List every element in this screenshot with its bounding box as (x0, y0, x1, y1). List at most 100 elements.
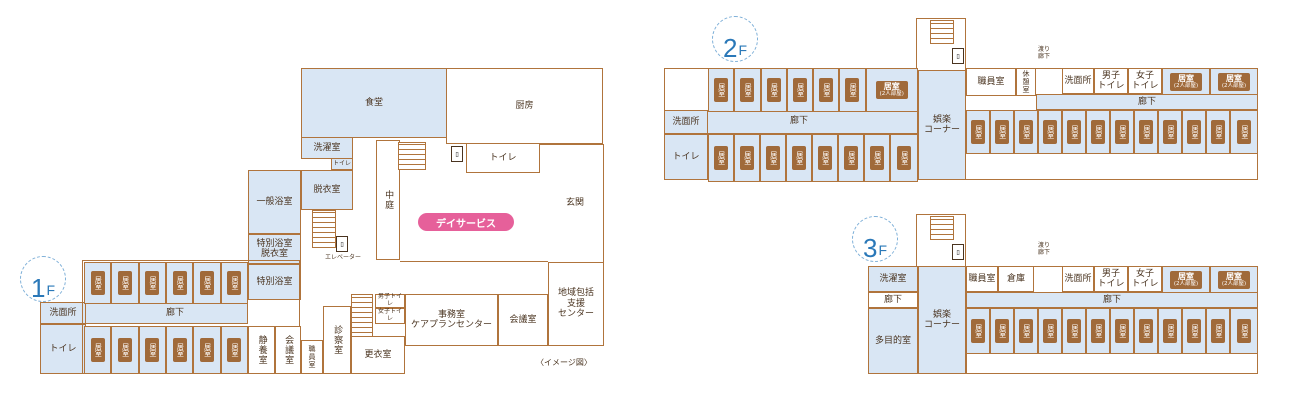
bedrooms-3f-bottom: 居室 居室 居室 居室 居室 居室 居室 居室 居室 居室 居室 居室 (966, 308, 1259, 354)
bedrooms-1f-top: 居室 居室 居室 居室 居室 居室 (84, 262, 248, 304)
room-male-toilet: 男子トイレ (375, 293, 405, 308)
bedroom: 居室 (138, 326, 166, 374)
room-laundry-3f: 洗濯室 (868, 266, 918, 292)
day-service-area (400, 170, 548, 262)
room-special-bath-changing: 特別浴室 脱衣室 (248, 234, 301, 264)
stairs-1f-center (398, 142, 426, 170)
bedroom: 居室 (786, 134, 813, 182)
bedroom: 居室 (1086, 110, 1111, 154)
room-toilet-small: トイレ (331, 158, 353, 170)
bedroom-double: 居室(2人部屋) (1162, 266, 1210, 294)
bedroom: 居室 (1110, 308, 1135, 354)
stairs-2f (930, 20, 954, 44)
bedroom: 居室 (1230, 308, 1259, 354)
room-support-center: 地域包括 支援 センター (548, 262, 604, 346)
stairs-1f-bottom (351, 294, 373, 338)
bedroom-double: 居室(2人部屋) (865, 68, 918, 112)
bedroom: 居室 (1062, 110, 1087, 154)
room-kitchen: 厨房 (446, 68, 603, 144)
bedroom: 居室 (84, 262, 112, 304)
bridge-3f: 渡り 廊下 (1038, 242, 1051, 257)
room-quiet: 静養室 (248, 326, 275, 374)
corridor-label: 廊下 (166, 308, 185, 318)
bedroom: 居室 (760, 134, 787, 182)
bedrooms-2f-bottom: 居室 居室 居室 居室 居室 居室 居室 居室 (708, 134, 918, 182)
bedrooms-2f-right-top: 居室(2人部屋) 居室(2人部屋) (1162, 68, 1258, 96)
bedroom: 居室 (1158, 110, 1183, 154)
bedroom: 居室 (1110, 110, 1135, 154)
bedroom: 居室 (220, 262, 248, 304)
bedroom: 居室 (84, 326, 112, 374)
elevator-icon-3f: ▯ (952, 244, 964, 260)
room-meeting-small: 会議室 (275, 326, 301, 374)
bedroom: 居室 (1038, 308, 1063, 354)
bridge-2f: 渡り 廊下 (1038, 46, 1051, 61)
corridor-2f-label: 廊下 (790, 116, 809, 126)
bedroom: 居室 (138, 262, 166, 304)
bedroom: 居室 (838, 134, 865, 182)
room-special-bath: 特別浴室 (248, 264, 301, 300)
day-service-badge: デイサービス (418, 213, 514, 231)
room-multipurpose: 多目的室 (868, 308, 918, 374)
room-storage: 倉庫 (998, 266, 1034, 292)
bedroom: 居室 (1038, 110, 1063, 154)
bedroom: 居室 (165, 326, 194, 374)
bedroom-double: 居室(2人部屋) (1210, 266, 1258, 294)
bedroom: 居室 (1182, 110, 1207, 154)
floor-number: 1 (30, 273, 46, 303)
bedroom: 居室 (786, 68, 814, 112)
room-female-toilet-3f: 女子 トイレ (1128, 266, 1162, 292)
room-toilet-left-1f: トイレ (40, 324, 86, 374)
room-break-2f: 休憩室 (1016, 68, 1036, 96)
bedrooms-3f-right-top: 居室(2人部屋) 居室(2人部屋) (1162, 266, 1258, 294)
floor-number: 3 (862, 233, 878, 263)
room-dining: 食堂 (301, 68, 447, 138)
bedroom: 居室 (966, 110, 991, 154)
bedroom-double: 居室(2人部屋) (1210, 68, 1258, 96)
bedroom: 居室 (734, 68, 761, 112)
bedroom: 居室 (1158, 308, 1183, 354)
area-recreation-3f: 娯楽 コーナー (918, 266, 966, 374)
bedroom: 居室 (1086, 308, 1111, 354)
room-laundry: 洗濯室 (301, 137, 353, 159)
bedroom: 居室 (890, 134, 918, 182)
bedroom: 居室 (220, 326, 248, 374)
bedrooms-1f-bottom: 居室 居室 居室 居室 居室 居室 (84, 326, 248, 374)
bedroom: 居室 (812, 134, 839, 182)
bedroom: 居室 (111, 326, 139, 374)
floor-number: 2 (722, 33, 738, 63)
bedroom: 居室 (708, 68, 735, 112)
room-toilet: トイレ (466, 143, 540, 173)
bedroom: 居室 (760, 68, 787, 112)
bedroom: 居室 (111, 262, 139, 304)
room-toilet-2f: トイレ (664, 134, 708, 180)
elevator-label: エレベーター (325, 254, 362, 261)
room-washroom-2f: 洗面所 (664, 110, 708, 134)
room-office: 事務室 ケアプランセンター (405, 294, 498, 346)
bedroom: 居室 (1134, 308, 1159, 354)
room-washroom-1f: 洗面所 (40, 302, 86, 324)
room-female-toilet: 女子トイレ (375, 308, 405, 324)
room-male-toilet-2f: 男子 トイレ (1094, 68, 1128, 94)
bedroom: 居室 (1206, 308, 1231, 354)
bedroom: 居室 (1134, 110, 1159, 154)
area-recreation-2f: 娯楽 コーナー (918, 70, 966, 180)
floor-suffix: F (46, 282, 56, 298)
floor-suffix: F (738, 42, 748, 58)
bedroom: 居室 (193, 262, 221, 304)
bedrooms-2f-top: 居室 居室 居室 居室 居室 居室 居室(2人部屋) (708, 68, 918, 112)
bedroom: 居室 (193, 326, 221, 374)
room-general-bath: 一般浴室 (248, 170, 301, 234)
room-washroom-2f-right: 洗面所 (1062, 68, 1094, 94)
floor-suffix: F (878, 242, 888, 258)
corridor-3f-left: 廊下 (868, 292, 918, 308)
elevator-icon-center: ▯ (451, 146, 463, 162)
elevator-icon: ▯ (336, 236, 348, 252)
room-staff: 職員室 (301, 340, 323, 374)
elevator-icon-2f: ▯ (952, 48, 964, 64)
stairs-3f (930, 216, 954, 240)
room-staff-2f: 職員室 (966, 68, 1016, 96)
